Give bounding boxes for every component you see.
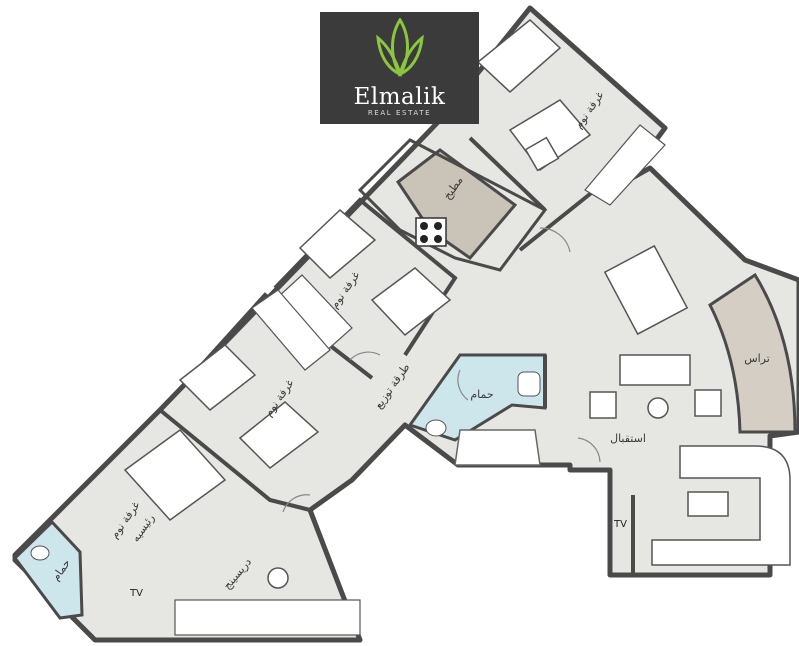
wardrobes xyxy=(174,124,666,636)
sink-icon xyxy=(517,371,541,397)
label-tv-left: TV xyxy=(129,588,143,599)
label-tv-right: TV xyxy=(613,519,627,530)
stove-icon xyxy=(415,217,447,247)
toilet-icon xyxy=(425,419,447,437)
brand-logo: Elmalik REAL ESTATE xyxy=(320,12,479,124)
label-terrace: تراس xyxy=(744,352,770,365)
label-bathroom: حمام xyxy=(470,388,493,401)
brand-name: Elmalik xyxy=(353,84,446,110)
toilet-icon-small xyxy=(30,545,50,561)
kitchen-walls xyxy=(357,138,548,272)
brand-subtitle: REAL ESTATE xyxy=(367,109,432,117)
terrace-area xyxy=(708,272,797,434)
small-bathroom-area xyxy=(13,519,84,620)
shower-tray xyxy=(454,429,541,466)
furniture xyxy=(123,19,791,589)
label-reception: استقبال xyxy=(610,432,646,445)
door-swings xyxy=(282,227,601,513)
leaf-icon xyxy=(376,18,424,77)
